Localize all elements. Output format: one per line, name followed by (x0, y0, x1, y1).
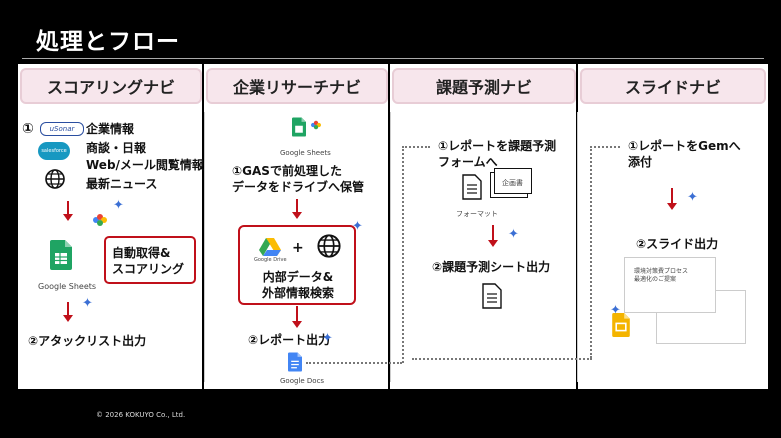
title-divider (22, 58, 764, 59)
forecast-step1: ①レポートを課題予測 フォームへ (438, 139, 557, 169)
dotted-connector (306, 362, 402, 364)
google-drive-icon (259, 238, 281, 260)
report-output: ②レポート出力 (248, 333, 331, 347)
gemini-sparkle-icon: ✦ (82, 296, 93, 311)
google-drive-label: Google Drive (254, 257, 287, 263)
flow-arrow (292, 306, 302, 328)
slide-step1: ①レポートをGemへ 添付 (628, 139, 741, 169)
auto-scoring-callout: 自動取得& スコアリング (112, 246, 185, 276)
google-sheets-label: Google Sheets (280, 149, 331, 157)
dotted-connector (402, 146, 430, 148)
web-mail-label: Web/メール閲覧情報 (86, 158, 204, 172)
header-research-navi: 企業リサーチナビ (206, 68, 388, 104)
header-forecast-navi: 課題予測ナビ (392, 68, 576, 104)
proposal-doc-icon (494, 168, 532, 194)
google-slides-icon (612, 313, 630, 341)
flow-arrow (667, 188, 677, 210)
google-sheets-label: Google Sheets (38, 282, 97, 291)
attack-list-output: ②アタックリスト出力 (28, 334, 147, 348)
gemini-sparkle-icon: ✦ (610, 303, 621, 318)
page-title: 処理とフロー (36, 29, 180, 55)
panel-forecast (390, 64, 576, 389)
format-label: フォーマット (456, 210, 498, 218)
globe-icon (316, 233, 342, 263)
header-slide-navi: スライドナビ (580, 68, 766, 104)
slide-title-text: 環境対策費プロセス 最適化のご提案 (634, 268, 689, 283)
column-divider (577, 112, 578, 382)
header-scoring-navi: スコアリングナビ (20, 68, 202, 104)
proposal-label: 企画書 (502, 179, 523, 187)
biz-report-label: 商談・日報 (86, 141, 147, 155)
usonar-logo: uSonar (40, 122, 84, 136)
gemini-sparkle-icon: ✦ (687, 190, 698, 205)
company-info-label: 企業情報 (86, 122, 135, 136)
flow-arrow (63, 201, 73, 221)
flow-arrow (488, 225, 498, 247)
dotted-connector (402, 146, 404, 363)
globe-icon (44, 168, 66, 194)
panel-scoring (18, 64, 202, 389)
gemini-sparkle-icon: ✦ (508, 227, 519, 242)
document-icon (482, 283, 502, 313)
apps-script-icon (92, 212, 108, 231)
google-docs-icon (288, 352, 302, 376)
gemini-sparkle-icon: ✦ (113, 198, 124, 213)
forecast-sheet-output: ②課題予測シート出力 (432, 260, 551, 274)
google-sheets-icon (50, 240, 72, 274)
latest-news-label: 最新ニュース (86, 177, 158, 191)
flow-arrow (63, 302, 73, 322)
gas-preprocess-step: ①GASで前処理した データをドライブへ保管 (232, 164, 365, 194)
apps-script-icon (310, 115, 322, 134)
dotted-connector (590, 146, 620, 148)
internal-external-search: 内部データ& 外部情報検索 (262, 270, 335, 300)
google-sheets-icon (292, 117, 306, 141)
step-number: ① (22, 121, 34, 137)
gemini-sparkle-icon: ✦ (352, 219, 363, 234)
dotted-connector (412, 358, 592, 360)
column-divider (390, 112, 391, 382)
callout-box (104, 236, 196, 284)
dotted-connector (590, 146, 592, 358)
google-docs-label: Google Docs (280, 377, 325, 385)
plus-sign: + (292, 240, 304, 256)
column-divider (204, 112, 205, 382)
document-icon (462, 174, 482, 204)
slide-thumbnail (624, 257, 716, 313)
slide-output: ②スライド出力 (636, 237, 719, 251)
copyright-footer: © 2026 KOKUYO Co., Ltd. (96, 411, 186, 419)
gemini-sparkle-icon: ✦ (322, 331, 333, 346)
flow-arrow (292, 199, 302, 219)
salesforce-logo: salesforce (38, 142, 70, 160)
